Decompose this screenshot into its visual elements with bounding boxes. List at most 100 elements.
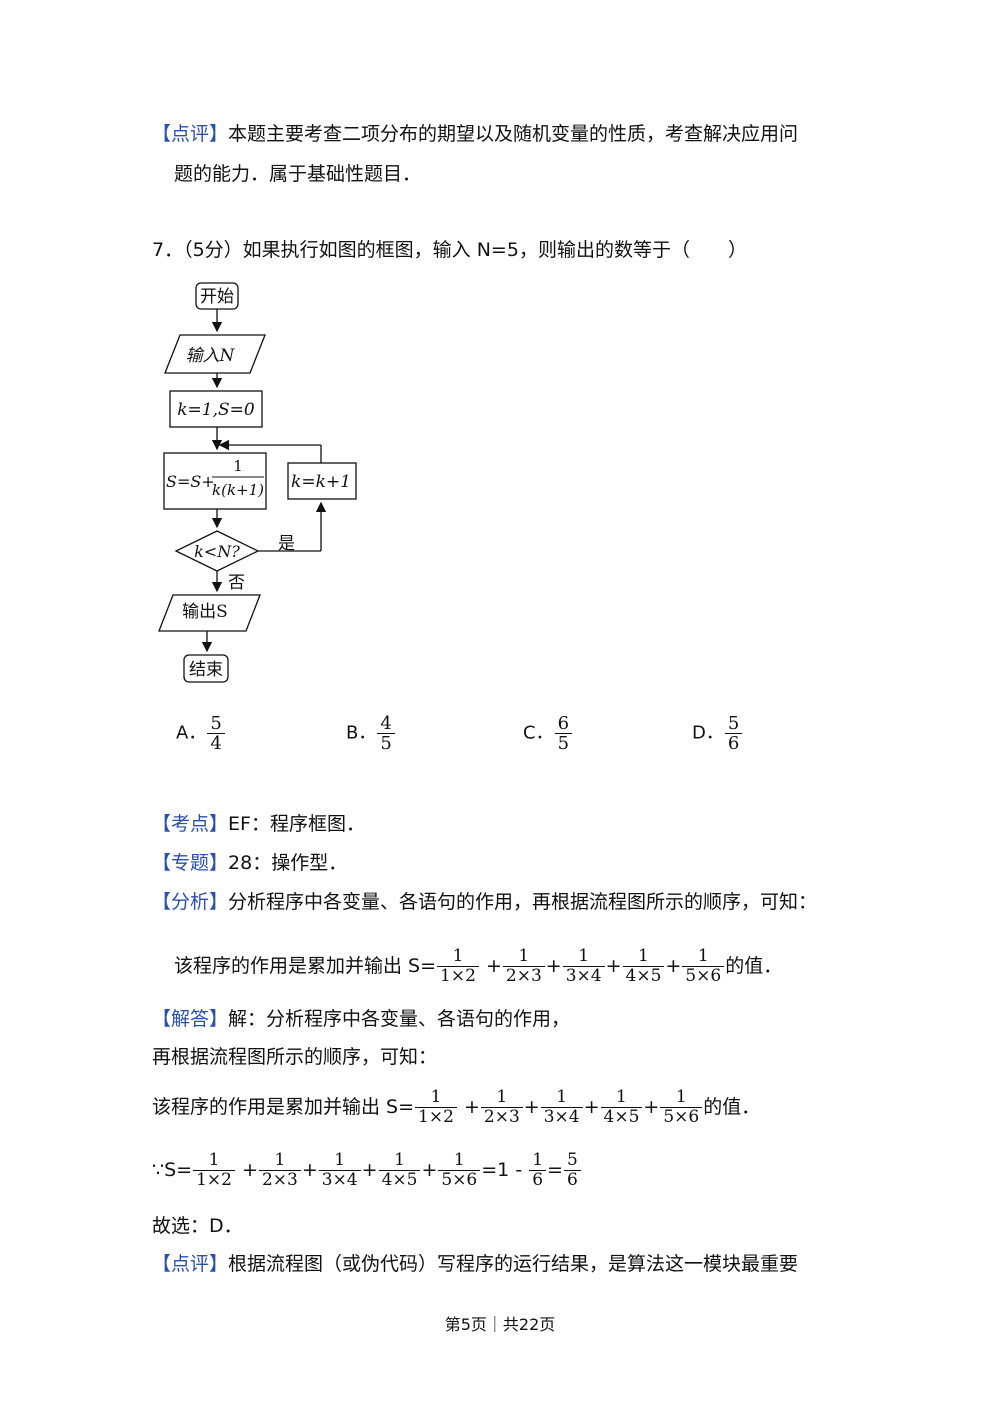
plus-sign: + xyxy=(421,1159,438,1181)
term-num: 1 xyxy=(496,1087,508,1107)
end-terminal xyxy=(183,654,229,683)
jieda-tag: 【解答】 xyxy=(152,1008,229,1030)
term-den: 3×4 xyxy=(318,1170,361,1190)
input-box xyxy=(164,334,266,374)
incr-label: k=k+1 xyxy=(291,472,351,492)
term-den: 5×6 xyxy=(438,1170,481,1190)
term-den: 2×3 xyxy=(258,1170,301,1190)
init-label: k=1,S=0 xyxy=(177,400,255,420)
option-c-label: C． xyxy=(523,722,554,744)
update-num: 1 xyxy=(233,457,243,475)
zhuanti-text: 28：操作型． xyxy=(228,852,348,874)
term-den: 3×4 xyxy=(562,966,605,986)
init-box xyxy=(169,390,263,428)
term-den: 5×6 xyxy=(682,966,725,986)
plus-sign: + xyxy=(523,1096,540,1118)
term-num: 1 xyxy=(453,1150,465,1170)
yes-label: 是 xyxy=(278,534,295,554)
cond-label: k<N? xyxy=(194,542,240,561)
term-den: 1×2 xyxy=(437,966,479,986)
term-num: 1 xyxy=(334,1150,346,1170)
review-tag: 【点评】 xyxy=(152,123,229,145)
option-c-num: 6 xyxy=(557,713,570,734)
term-den: 1×2 xyxy=(193,1170,235,1190)
update-den: k(k+1) xyxy=(212,481,264,499)
plus-sign: + xyxy=(545,955,562,977)
plus-sign: + xyxy=(361,1159,378,1181)
flowchart: 开始 输入N k=1,S=0 S=S+ 1 k(k+1) k=k+1 k<N? … xyxy=(158,282,357,683)
term-num: 1 xyxy=(452,946,464,966)
term-den: 3×4 xyxy=(540,1107,583,1127)
plus-sign: + xyxy=(242,1159,258,1181)
plus-sign: + xyxy=(485,955,502,977)
term-den: 4×5 xyxy=(378,1170,421,1190)
term-num: 1 xyxy=(697,946,709,966)
term-den: 4×5 xyxy=(622,966,665,986)
term-num: 1 xyxy=(430,1087,442,1107)
option-c-den: 5 xyxy=(554,733,573,753)
incr-box xyxy=(287,462,357,500)
plus-sign: + xyxy=(643,1096,660,1118)
review2-tag: 【点评】 xyxy=(152,1253,229,1275)
term-num: 1 xyxy=(518,946,530,966)
output-label: 输出S xyxy=(182,602,228,622)
frac-den: 6 xyxy=(529,1170,547,1190)
fenxi-formula-prefix: 该程序的作用是累加并输出 S= xyxy=(174,955,437,977)
update-prefix: S=S+ xyxy=(166,472,215,491)
question-stem: 7．（5分）如果执行如图的框图，输入 N=5，则输出的数等于（ ） xyxy=(152,239,747,261)
term-num: 1 xyxy=(274,1150,286,1170)
jieda-text1: 解：分析程序中各变量、各语句的作用， xyxy=(228,1008,571,1030)
option-a-num: 5 xyxy=(210,713,222,734)
kaodian-line: 【考点】EF：程序框图． xyxy=(152,810,365,838)
plus-sign: + xyxy=(301,1159,318,1181)
fenxi-line: 【分析】分析程序中各变量、各语句的作用，再根据流程图所示的顺序，可知： xyxy=(152,888,817,916)
jieda-line1: 【解答】解：分析程序中各变量、各语句的作用， xyxy=(152,1005,570,1033)
fenxi-text: 分析程序中各变量、各语句的作用，再根据流程图所示的顺序，可知： xyxy=(228,891,818,913)
update-box xyxy=(163,452,267,510)
review-text-line2: 题的能力．属于基础性题目． xyxy=(174,163,422,185)
option-a-label: A． xyxy=(176,722,207,744)
plus-sign: + xyxy=(463,1096,480,1118)
review-paragraph: 【点评】本题主要考查二项分布的期望以及随机变量的性质，考查解决应用问 xyxy=(152,120,798,148)
frac-num: 1 xyxy=(532,1150,544,1170)
term-num: 1 xyxy=(675,1087,687,1107)
fenxi-formula-suffix: 的值． xyxy=(725,955,783,977)
term-num: 1 xyxy=(556,1087,568,1107)
kaodian-text: EF：程序框图． xyxy=(228,813,365,835)
term-num: 1 xyxy=(638,946,649,966)
option-a-den: 4 xyxy=(207,733,225,753)
term-den: 4×5 xyxy=(600,1107,643,1127)
zhuanti-tag: 【专题】 xyxy=(152,852,229,874)
term-den: 1×2 xyxy=(415,1107,457,1127)
frac-den: 6 xyxy=(563,1170,581,1190)
option-d-num: 5 xyxy=(727,713,740,734)
no-label: 否 xyxy=(228,573,245,593)
term-num: 1 xyxy=(578,946,590,966)
output-box xyxy=(158,594,261,632)
option-b-den: 5 xyxy=(377,733,395,753)
term-num: 1 xyxy=(208,1150,220,1170)
frac-num: 5 xyxy=(566,1150,578,1170)
review-text-line1: 本题主要考查二项分布的期望以及随机变量的性质，考查解决应用问 xyxy=(228,123,799,145)
